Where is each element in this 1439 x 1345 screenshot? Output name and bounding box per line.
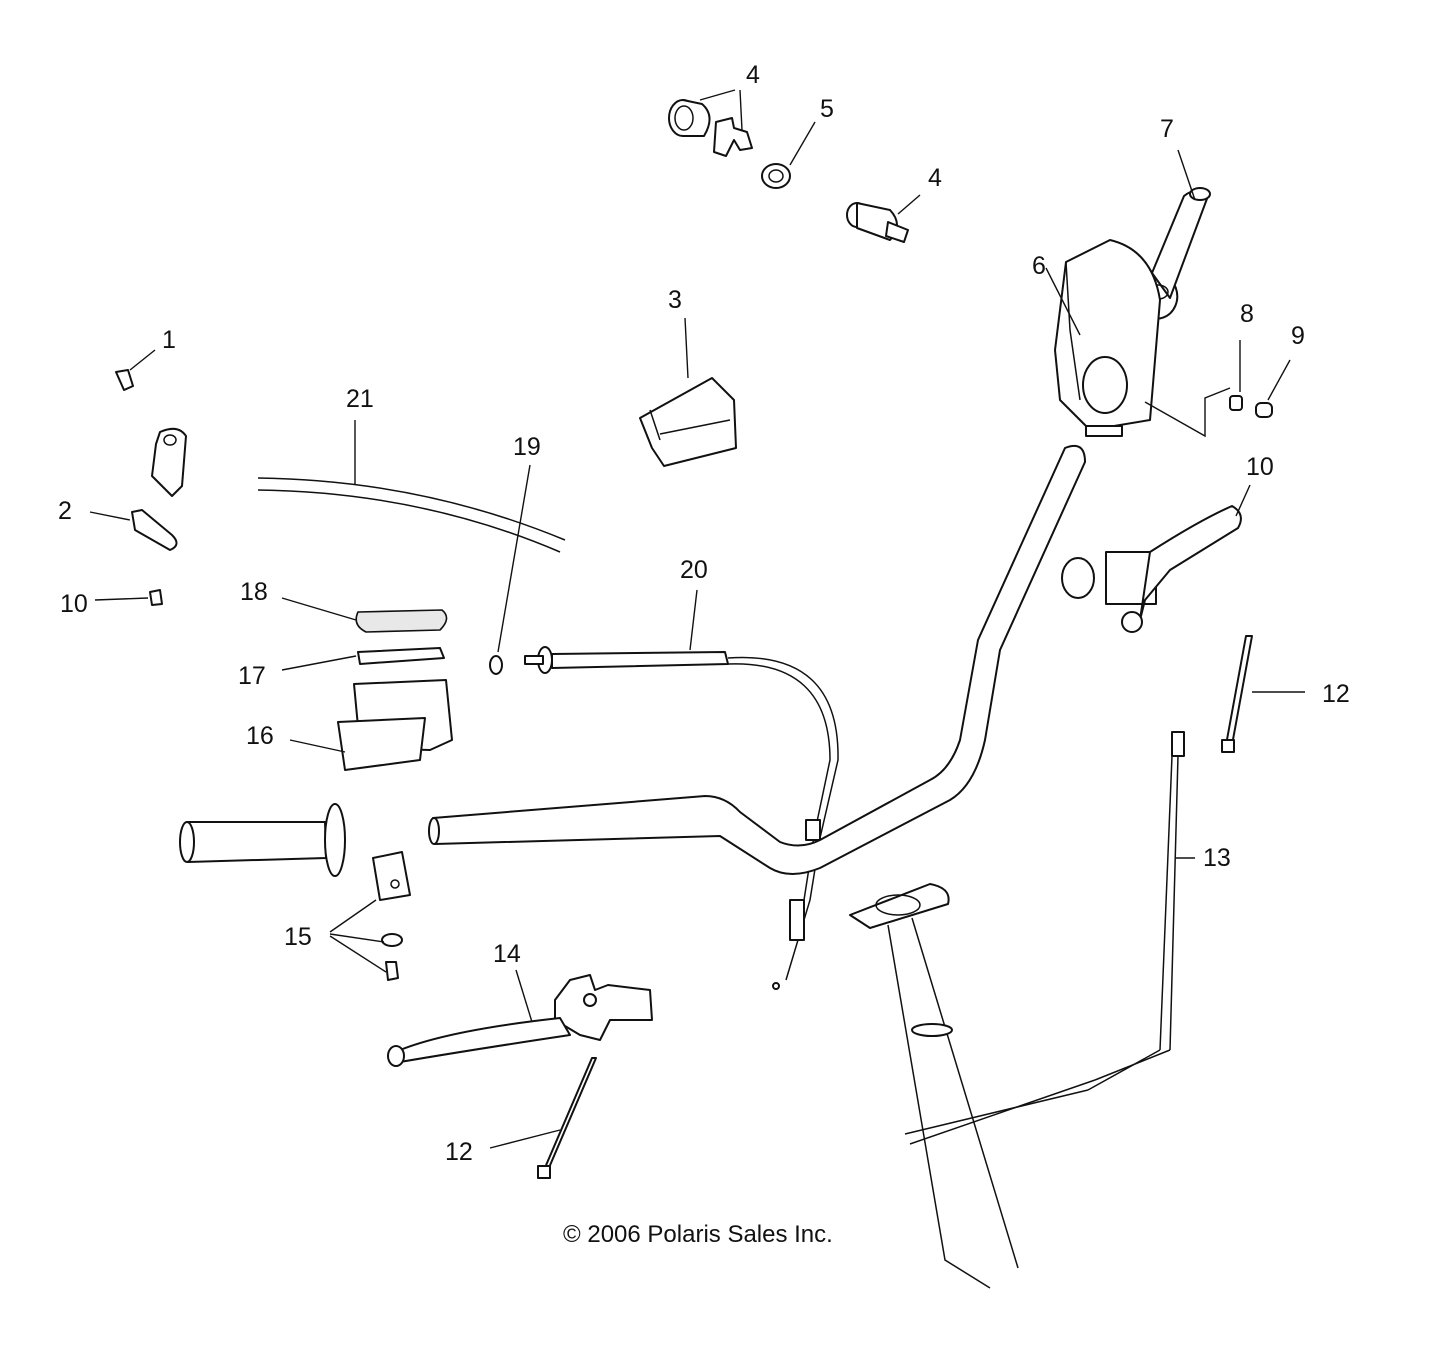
cable-tie-left <box>537 1057 597 1179</box>
left-hand-grip <box>179 803 346 877</box>
callout-4-switch: 4 <box>928 164 942 192</box>
callout-8: 7 <box>1160 115 1174 143</box>
callout-20: 20 <box>680 556 708 584</box>
callout-10: 9 <box>1291 322 1305 350</box>
reservoir-cover <box>355 609 448 633</box>
callout-7: 6 <box>1032 252 1046 280</box>
brake-cable <box>904 731 1185 1145</box>
callout-5: 5 <box>820 95 834 123</box>
brake-lever-right <box>1061 505 1242 633</box>
diaphragm <box>357 647 445 665</box>
callout-16: 16 <box>246 722 274 750</box>
brake-hose <box>257 477 566 541</box>
cable-tie-right <box>1221 635 1253 753</box>
callout-13: 13 <box>1203 844 1231 872</box>
copyright-notice: © 2006 Polaris Sales Inc. <box>563 1221 833 1248</box>
callout-17: 17 <box>238 662 266 690</box>
ignition-switch <box>846 202 909 243</box>
throttle-control-housing <box>1054 239 1161 437</box>
callout-1: 1 <box>162 326 176 354</box>
callout-2: 2 <box>58 497 72 525</box>
steering-post <box>849 883 1019 1289</box>
master-cylinder-lever <box>387 974 653 1067</box>
callout-12-left: 12 <box>445 1138 473 1166</box>
callout-4-top: 4 <box>746 61 760 89</box>
set-screw <box>1229 395 1243 411</box>
screw <box>115 369 134 391</box>
clamp-screw <box>385 961 399 981</box>
reservoir <box>337 679 453 771</box>
cap <box>1255 402 1273 418</box>
mirror-clamp <box>151 427 187 497</box>
callout-9: 8 <box>1240 300 1254 328</box>
nut <box>761 163 791 189</box>
callout-12-right: 12 <box>1322 680 1350 708</box>
key-switch-cylinder <box>668 99 711 137</box>
callout-11: 10 <box>1246 453 1274 481</box>
callout-14: 14 <box>493 940 521 968</box>
callout-15: 15 <box>284 923 312 951</box>
clamp-block <box>372 851 411 901</box>
throttle-cable <box>524 646 839 990</box>
key <box>713 117 753 157</box>
callout-18: 18 <box>240 578 268 606</box>
callout-6: 10 <box>60 590 88 618</box>
lock-washer <box>381 933 403 947</box>
switch-assembly <box>639 377 737 467</box>
o-ring <box>489 655 503 675</box>
callout-21: 21 <box>346 385 374 413</box>
callout-19: 19 <box>513 433 541 461</box>
handlebar <box>428 444 1086 875</box>
screw-small <box>149 589 163 606</box>
bracket <box>131 509 178 551</box>
callout-3: 3 <box>668 286 682 314</box>
